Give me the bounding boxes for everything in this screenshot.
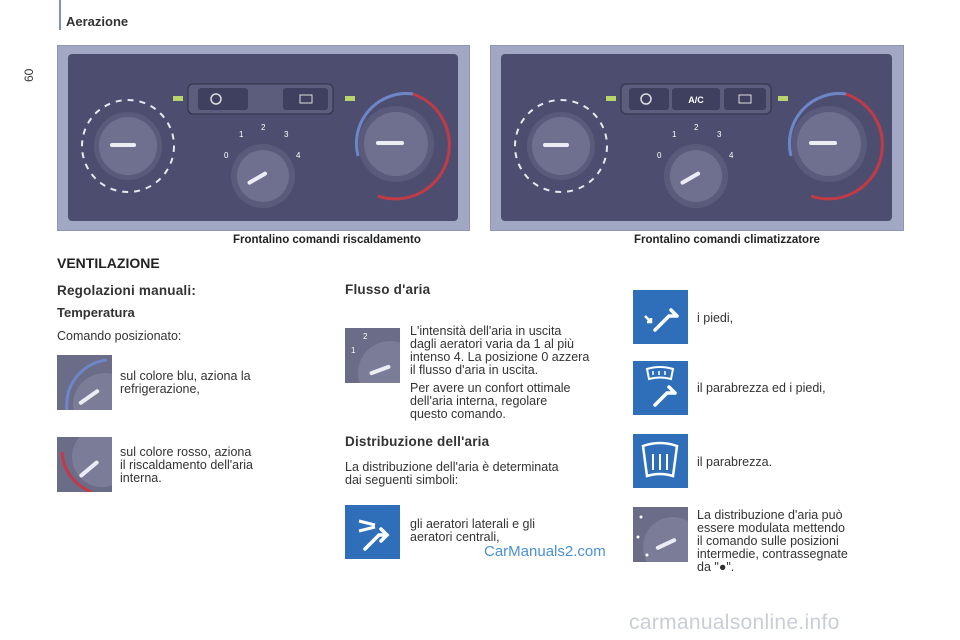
blue-setting-thumbnail — [57, 355, 112, 410]
air-flow-tip: Per avere un confort ottimale dell'aria … — [410, 381, 571, 421]
windscreen-icon — [633, 434, 688, 488]
watermark-carmanualsonline: carmanualsonline.info — [629, 611, 840, 634]
vents-icon — [345, 505, 400, 559]
aircon-controls-drawing: A/C 0 1 2 3 4 — [514, 83, 884, 208]
fan-knob-thumbnail: 1 2 — [345, 328, 400, 383]
fan-scale-4: 4 — [296, 151, 301, 160]
air-flow-heading: Flusso d'aria — [345, 282, 431, 297]
svg-text:4: 4 — [729, 151, 734, 160]
red-setting-text: sul colore rosso, aziona il riscaldament… — [120, 445, 254, 485]
intermediate-positions-thumbnail — [633, 507, 688, 562]
svg-text:2: 2 — [694, 123, 699, 132]
temperature-intro: Comando posizionato: — [57, 329, 182, 343]
air-distribution-text: La distribuzione dell'aria è determinata… — [345, 460, 559, 487]
svg-text:0: 0 — [657, 151, 662, 160]
fan-scale-3: 3 — [284, 130, 289, 139]
section-title: Aerazione — [66, 14, 129, 29]
air-flow-text: L'intensità dell'aria in uscita dagli ae… — [410, 324, 590, 377]
page-accent-bar — [59, 0, 61, 30]
aircon-panel-caption: Frontalino comandi climatizzatore — [634, 234, 820, 246]
watermark-carmanuals2: CarManuals2.com — [484, 543, 606, 560]
fan-scale-1: 1 — [239, 130, 244, 139]
fan-scale-2: 2 — [261, 123, 266, 132]
intermediate-positions-text: La distribuzione d'aria può essere modul… — [697, 508, 848, 574]
heater-panel-image: 0 1 2 3 4 — [57, 45, 470, 231]
svg-text:1: 1 — [351, 346, 356, 355]
aircon-panel-image: A/C 0 1 2 3 4 — [490, 45, 904, 231]
fan-scale-0: 0 — [224, 151, 229, 160]
windscreen-and-feet-text: il parabrezza ed i piedi, — [697, 381, 826, 395]
heater-panel-caption: Frontalino comandi riscaldamento — [233, 234, 421, 246]
svg-text:1: 1 — [672, 130, 677, 139]
windscreen-and-feet-icon — [633, 361, 688, 415]
windscreen-text: il parabrezza. — [697, 455, 773, 469]
svg-text:2: 2 — [363, 332, 368, 341]
heater-controls-drawing: 0 1 2 3 4 — [81, 83, 451, 208]
main-title: VENTILAZIONE — [57, 255, 160, 271]
air-distribution-heading: Distribuzione dell'aria — [345, 434, 490, 449]
ac-button-label: A/C — [688, 95, 704, 105]
manual-settings-heading: Regolazioni manuali: — [57, 283, 197, 298]
page-number: 60 — [22, 68, 36, 82]
feet-text: i piedi, — [697, 311, 734, 325]
blue-setting-text: sul colore blu, aziona la refrigerazione… — [120, 369, 251, 396]
vents-text: gli aeratori laterali e gli aeratori cen… — [410, 517, 536, 544]
temperature-heading: Temperatura — [57, 305, 135, 320]
svg-text:3: 3 — [717, 130, 722, 139]
red-setting-thumbnail — [57, 437, 112, 492]
feet-icon — [633, 290, 688, 344]
